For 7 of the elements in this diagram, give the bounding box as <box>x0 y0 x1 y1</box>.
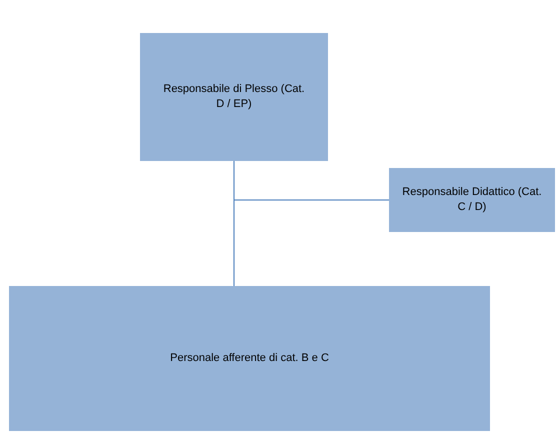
box-label: Responsabile di Plesso (Cat. D / EP) <box>162 82 306 112</box>
org-box <box>389 168 555 232</box>
connector-line <box>234 160 390 200</box>
box-label: Personale afferente di cat. B e C <box>170 351 329 366</box>
org-box <box>140 33 328 161</box>
box-label: Responsabile Didattico (Cat. C / D) <box>401 185 543 215</box>
org-box <box>9 286 490 431</box>
